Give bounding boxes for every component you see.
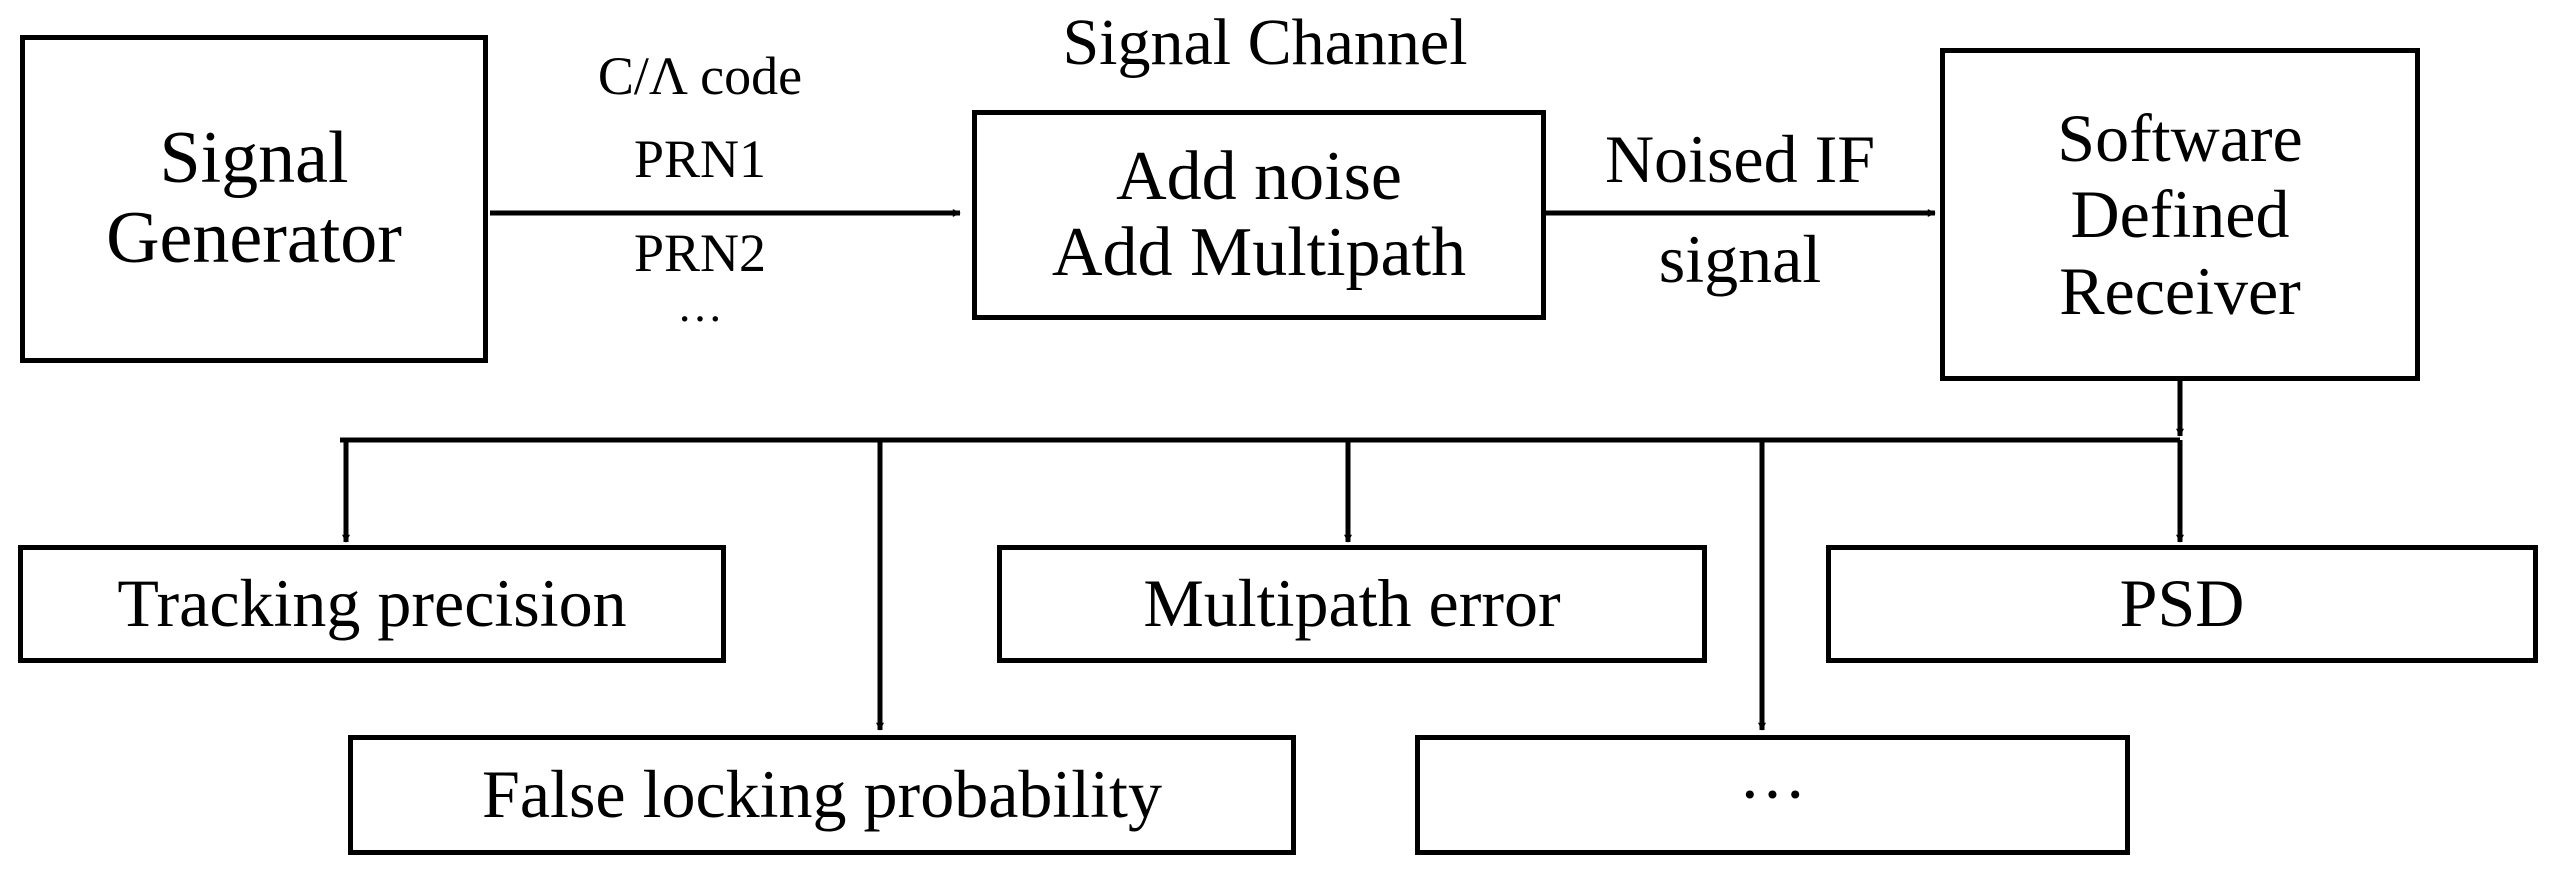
signal-channel-box: Add noise Add Multipath <box>972 110 1546 320</box>
signal-generator-line-1: Signal <box>159 117 349 200</box>
label-prn1: PRN1 <box>633 129 767 189</box>
tracking-precision-label: Tracking precision <box>117 565 627 642</box>
receiver-line-3: Receiver <box>2059 252 2301 329</box>
signal-channel-title: Signal Channel <box>1062 6 1468 79</box>
receiver-line-1: Software <box>2057 100 2303 177</box>
signal-channel-line-2: Add Multipath <box>1051 214 1467 291</box>
receiver-line-2: Defined <box>2070 176 2290 253</box>
more-outputs-label: ··· <box>1738 756 1807 833</box>
multipath-error-box: Multipath error <box>997 545 1707 663</box>
multipath-error-label: Multipath error <box>1143 565 1561 642</box>
label-signal: signal <box>1658 221 1822 297</box>
signal-generator-line-2: Generator <box>106 197 402 279</box>
label-prn-ellipsis: ··· <box>677 293 723 344</box>
more-outputs-box: ··· <box>1415 735 2130 855</box>
signal-channel-line-1: Add noise <box>1116 138 1402 216</box>
tracking-precision-box: Tracking precision <box>18 545 726 663</box>
label-prn2: PRN2 <box>633 223 767 283</box>
label-ca-code: C/Λ code <box>597 46 803 106</box>
psd-label: PSD <box>2119 565 2245 642</box>
false-locking-label: False locking probability <box>482 756 1162 833</box>
receiver-box: Software Defined Receiver <box>1940 48 2420 381</box>
false-locking-box: False locking probability <box>348 735 1296 855</box>
signal-generator-box: Signal Generator <box>20 35 488 363</box>
psd-box: PSD <box>1826 545 2538 663</box>
label-noised-if: Noised IF <box>1604 121 1876 197</box>
